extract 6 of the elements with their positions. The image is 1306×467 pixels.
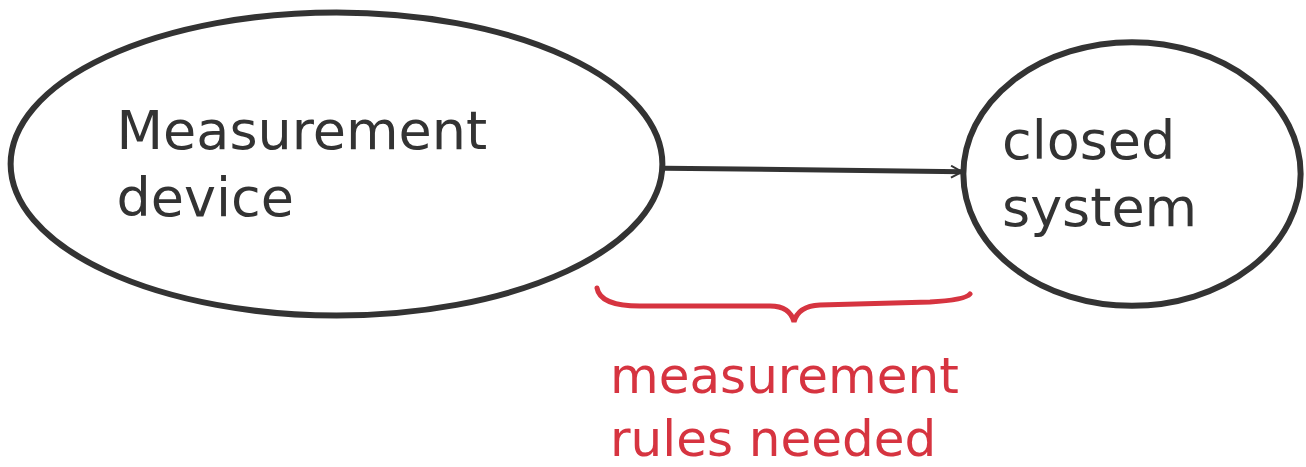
- annotation-note: measurement rules needed: [610, 346, 960, 467]
- arrow: [664, 164, 963, 179]
- ellipse-node: [962, 40, 1302, 308]
- node-label: Measurement device: [116, 97, 489, 231]
- node-label: closed system: [1002, 107, 1199, 241]
- ellipse-node: [8, 10, 665, 318]
